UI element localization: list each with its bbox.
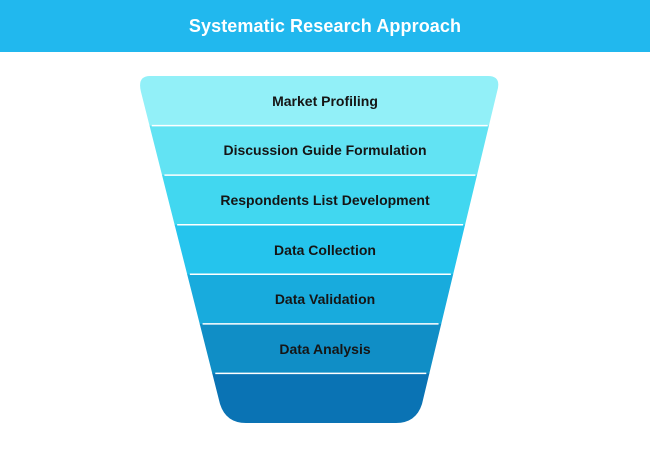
funnel-stage-label: Respondents List Development (220, 191, 430, 208)
funnel-stage-7 (140, 373, 499, 423)
page-title: Systematic Research Approach (188, 15, 462, 36)
funnel-stage-label: Data Collection (274, 241, 376, 258)
funnel-stage-4 (140, 224, 499, 275)
funnel-stage-1 (140, 76, 499, 127)
funnel-stage-label: Discussion Guide Formulation (223, 142, 427, 159)
funnel-stage-label: Data Analysis (279, 340, 371, 357)
funnel-stage-label: Market Profiling (272, 92, 378, 109)
funnel-stage-3 (140, 175, 499, 226)
header-bar: Systematic Research Approach (0, 0, 650, 52)
funnel-stage-label: Data Validation (274, 291, 376, 308)
funnel-stage-5 (140, 274, 499, 325)
funnel-shape (140, 76, 499, 423)
funnel-stage-2 (140, 125, 499, 176)
